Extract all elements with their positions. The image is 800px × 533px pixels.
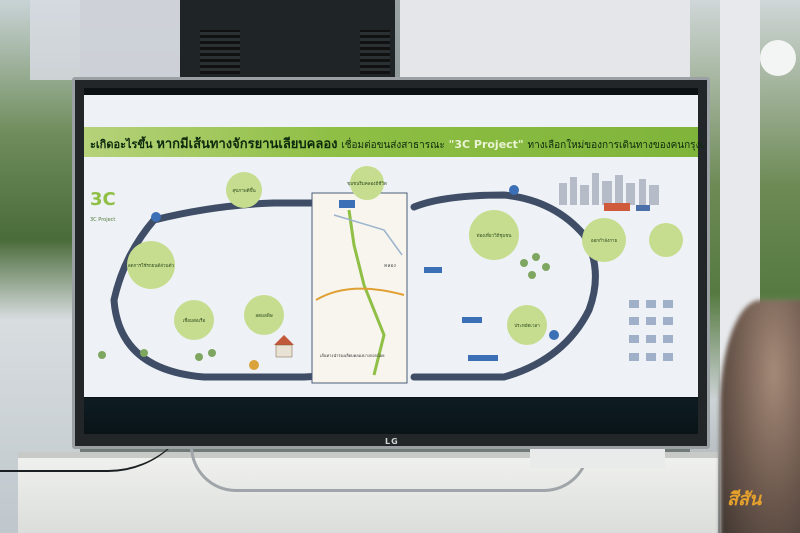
bus-icon [604, 203, 630, 211]
background-banner-right [400, 0, 700, 82]
title-main: หากมีเส้นทางจักรยานเลียบคลอง [156, 137, 338, 152]
slide-title: ะเกิดอะไรขึ้น หากมีเส้นทางจักรยานเลียบคล… [84, 133, 704, 154]
callout-text: ชุมชนริมคลองมีชีวิต [347, 181, 387, 187]
callout-bubble [350, 166, 384, 200]
cyclist-icon [509, 185, 519, 195]
lamp-globe [760, 40, 796, 76]
title-suffix: ทางเลือกใหม่ของการเดินทางของคนกรุงเทพฯ [527, 140, 704, 151]
route-illustration: 3C 3C Project เส้นทางนำร่องเลียบคลองบางก… [90, 166, 683, 384]
title-project: "3C Project" [448, 138, 524, 151]
callout-text: ออกกำลังกาย [591, 237, 618, 244]
callout-bubble [174, 300, 214, 340]
boat-icon [462, 317, 482, 323]
bike-route-top-left [150, 199, 338, 224]
callout-text: เชื่อมต่อเรือ [183, 317, 206, 324]
logo-text: 3C Project [90, 217, 115, 223]
house-icon [274, 335, 294, 345]
tv-brand-logo: LG [385, 437, 399, 446]
cyclist-icon [151, 212, 161, 222]
background-banner [30, 0, 190, 80]
callout-text: ลดมลพิษ [255, 313, 272, 319]
house-icon [275, 344, 293, 358]
device-box [530, 448, 665, 468]
callout-text: ท่องเที่ยววิถีชุมชน [477, 232, 512, 239]
title-prefix: ะเกิดอะไรขึ้น [90, 138, 153, 151]
city-skyline [559, 173, 659, 205]
callout-bubble [244, 295, 284, 335]
title-mid: เชื่อมต่อขนส่งสาธารณะ [341, 140, 445, 151]
speaker-grill [200, 30, 240, 74]
callout-text: ประหยัดเวลา [514, 323, 540, 329]
car-icon [636, 205, 650, 211]
speaker-grill [360, 30, 390, 74]
callout-text: ลดการใช้รถยนต์ส่วนตัว [128, 262, 175, 269]
map-caption: เส้นทางนำร่องเลียบคลองบางกอกน้อย [320, 353, 385, 358]
callout-bubble [649, 223, 683, 257]
table-edge [18, 452, 718, 458]
presentation-slide: ะเกิดอะไรขึ้น หากมีเส้นทางจักรยานเลียบคล… [84, 95, 704, 397]
map-road [315, 287, 405, 301]
callout-bubble [226, 172, 262, 208]
callout-text: สุขภาพดีขึ้น [232, 187, 255, 194]
person-foreground [720, 300, 800, 533]
map-label: คลอง [384, 263, 396, 269]
cable [0, 380, 200, 472]
cyclist-icon [249, 360, 259, 370]
boat-icon [424, 267, 442, 273]
trees [98, 253, 550, 361]
watermark: สีสัน [727, 489, 762, 510]
callout-bubble [582, 218, 626, 262]
callout-bubble [127, 241, 175, 289]
callout-bubble [507, 305, 547, 345]
partner-logos [629, 300, 673, 361]
boat-icon [468, 355, 498, 361]
map-green-route [347, 209, 386, 376]
slide-title-bar [84, 127, 698, 157]
callout-bubble [469, 210, 519, 260]
logo-3c: 3C [90, 189, 116, 210]
tv-screen-lower [84, 398, 698, 434]
cyclist-icon [549, 330, 559, 340]
boat-icon [339, 200, 355, 208]
map-canal [333, 214, 403, 256]
